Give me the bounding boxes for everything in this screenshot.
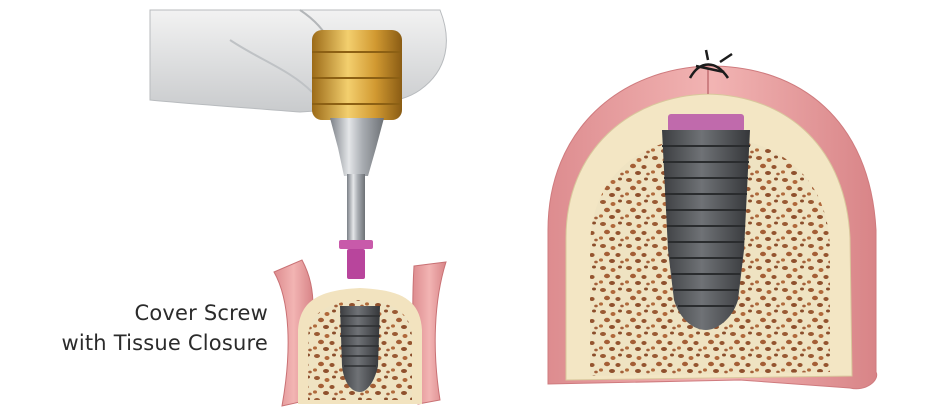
implant: [662, 114, 750, 330]
small-tissue-section: [274, 260, 446, 406]
large-tissue-section: [548, 50, 877, 389]
driver-handle-gold: [312, 30, 402, 120]
caption-line-2: with Tissue Closure: [61, 328, 268, 358]
driver-shaft: [330, 118, 384, 240]
caption-line-1: Cover Screw: [61, 298, 268, 328]
caption-label: Cover Screw with Tissue Closure: [61, 298, 268, 358]
cover-screw: [339, 240, 373, 279]
